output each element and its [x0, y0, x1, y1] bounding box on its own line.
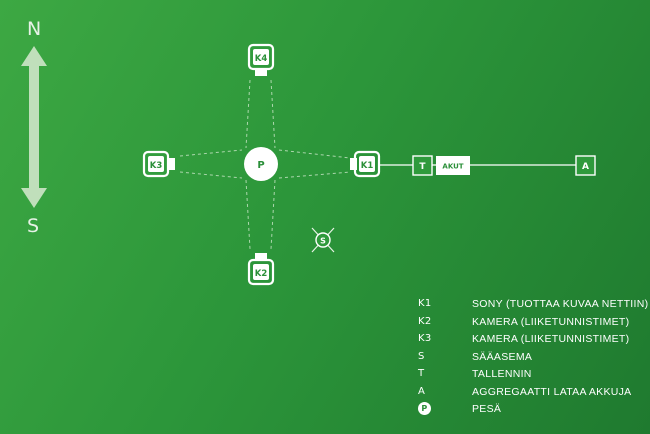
- batteries-label: AKUT: [442, 163, 463, 171]
- nest-icon: P: [244, 147, 278, 181]
- camera-k1-icon: K1: [350, 150, 381, 178]
- camera-k3-label: K3: [150, 161, 163, 171]
- legend-key: K1: [418, 298, 432, 309]
- compass-arrow: [21, 46, 47, 208]
- generator-label: A: [582, 162, 589, 172]
- legend-row: K3 KAMERA (LIIKETUNNISTIMET): [418, 333, 646, 351]
- weather-station-icon: S: [311, 227, 335, 253]
- legend-desc: TALLENNIN: [472, 368, 532, 380]
- legend-desc: KAMERA (LIIKETUNNISTIMET): [472, 315, 630, 328]
- recorder-box: T: [412, 155, 433, 176]
- sight-lines: [179, 79, 351, 250]
- legend-key: S: [418, 350, 425, 362]
- recorder-label: T: [419, 162, 426, 172]
- legend-key: A: [418, 385, 426, 397]
- legend-desc: PESÄ: [472, 403, 502, 415]
- legend-row: P PESÄ: [418, 402, 646, 421]
- north-label: N: [27, 18, 42, 40]
- camera-k4-icon: K4: [247, 43, 275, 76]
- legend-desc: KAMERA (LIIKETUNNISTIMET): [472, 333, 630, 345]
- batteries-box: AKUT: [436, 156, 470, 175]
- camera-k1-label: K1: [361, 161, 374, 171]
- camera-k4-label: K4: [255, 54, 268, 64]
- legend-row: K2 KAMERA (LIIKETUNNISTIMET): [418, 316, 646, 334]
- legend-row: T TALLENNIN: [418, 368, 646, 386]
- legend-row: S SÄÄASEMA: [418, 351, 646, 369]
- legend-desc: SONY (TUOTTAA KUVAA NETTIIN): [472, 298, 649, 310]
- legend-desc: AGGREGAATTI LATAA AKKUJA: [472, 385, 632, 398]
- legend-row: K1 SONY (TUOTTAA KUVAA NETTIIN): [418, 298, 649, 316]
- legend-desc: SÄÄASEMA: [472, 350, 533, 363]
- nest-label: P: [257, 160, 264, 171]
- camera-k3-icon: K3: [142, 150, 175, 178]
- legend-key: K2: [418, 315, 432, 327]
- camera-k2-label: K2: [255, 269, 268, 279]
- south-label: S: [27, 215, 40, 237]
- legend: K1 SONY (TUOTTAA KUVAA NETTIIN) K2 KAMER…: [418, 298, 649, 421]
- generator-box: A: [575, 155, 596, 176]
- legend-key: K3: [418, 333, 432, 344]
- nest-pin-icon: P: [418, 402, 431, 415]
- weather-station-label: S: [320, 237, 326, 246]
- legend-row: A AGGREGAATTI LATAA AKKUJA: [418, 386, 646, 404]
- legend-key: T: [418, 368, 425, 379]
- camera-k2-icon: K2: [247, 253, 275, 286]
